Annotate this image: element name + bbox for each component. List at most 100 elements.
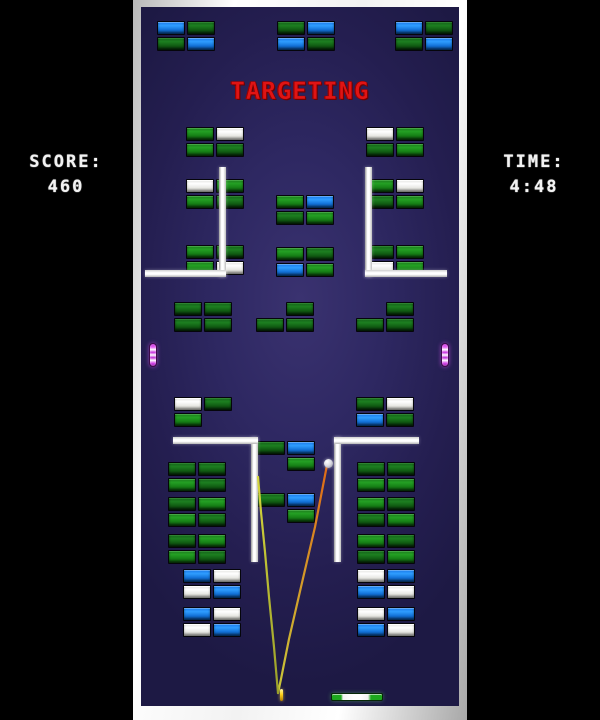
wall-lower-right-horiz [334,437,419,444]
wall-upper-left-vert [219,167,226,277]
brick [356,413,384,427]
brick [357,569,385,583]
brick [396,245,424,259]
brick [387,513,415,527]
brick [186,127,214,141]
brick [356,397,384,411]
brick [357,534,385,548]
brick [174,318,202,332]
brick [387,534,415,548]
brick [168,534,196,548]
brick [387,607,415,621]
score-value: 460 [47,176,85,197]
brick [425,37,453,51]
brick [387,462,415,476]
brick [387,497,415,511]
brick [357,550,385,564]
brick [306,211,334,225]
brick [198,534,226,548]
brick [396,127,424,141]
capsule-left[interactable] [149,343,157,367]
brick [287,509,315,523]
trail-yellow [256,475,280,695]
wall-upper-left-horiz [145,270,226,277]
brick [366,127,394,141]
brick [395,37,423,51]
brick [204,318,232,332]
brick [356,318,384,332]
wall-lower-left-vert [251,437,258,562]
brick [256,318,284,332]
wall-lower-right-vert [334,437,341,562]
brick [366,143,394,157]
brick [306,195,334,209]
brick [387,550,415,564]
brick [357,623,385,637]
capsule-right[interactable] [441,343,449,367]
brick [276,263,304,277]
score-label: SCORE: [29,152,103,172]
time-label: TIME: [503,152,565,172]
brick [183,623,211,637]
brick [287,457,315,471]
score-display: SCORE: 460 [0,150,132,199]
brick [396,143,424,157]
brick [357,607,385,621]
brick [307,21,335,35]
brick [213,623,241,637]
brick [387,585,415,599]
brick [277,37,305,51]
brick [386,413,414,427]
brick [174,302,202,316]
playfield[interactable]: TARGETING [141,7,459,706]
brick [286,318,314,332]
brick [286,302,314,316]
brick [168,497,196,511]
brick [307,37,335,51]
brick [357,462,385,476]
brick [357,497,385,511]
brick [216,143,244,157]
wall-upper-right-horiz [365,270,447,277]
brick [183,607,211,621]
brick [387,478,415,492]
brick [187,37,215,51]
game-cabinet-frame: TARGETING [133,0,467,720]
paddle[interactable] [331,693,383,701]
brick [198,513,226,527]
brick [306,263,334,277]
brick [157,37,185,51]
brick [186,143,214,157]
ball-trail-layer [256,463,329,695]
brick [198,462,226,476]
brick [396,195,424,209]
trail-orange [276,463,329,695]
brick [357,585,385,599]
time-value: 4:48 [509,176,559,197]
brick [387,623,415,637]
brick [425,21,453,35]
brick [357,513,385,527]
brick [168,513,196,527]
brick [386,397,414,411]
brick [287,493,315,507]
brick [395,21,423,35]
brick [186,245,214,259]
brick [174,413,202,427]
brick [276,211,304,225]
brick [386,302,414,316]
brick [216,127,244,141]
brick [187,21,215,35]
brick [386,318,414,332]
brick [204,302,232,316]
ball [324,459,333,468]
brick [204,397,232,411]
brick [276,195,304,209]
brick [168,550,196,564]
brick [198,478,226,492]
brick [198,550,226,564]
brick [287,441,315,455]
brick [183,569,211,583]
brick [213,585,241,599]
